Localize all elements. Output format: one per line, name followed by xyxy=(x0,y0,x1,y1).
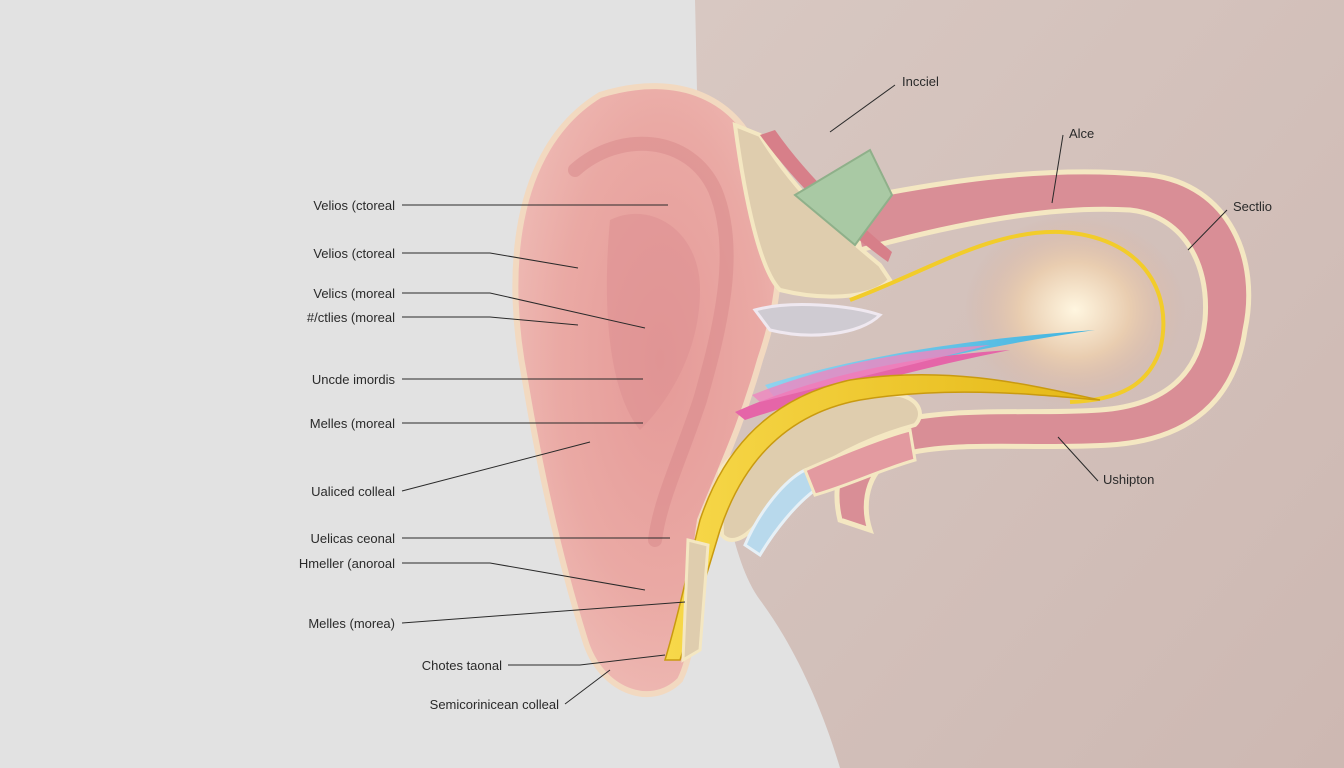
label-right-3: Sectlio xyxy=(1233,199,1273,214)
label-right-4: Ushipton xyxy=(1103,472,1155,487)
label-left-10: Melles (morea) xyxy=(308,616,395,631)
label-left-8: Uelicas ceonal xyxy=(310,531,395,546)
label-left-6: Melles (moreal xyxy=(309,416,395,431)
ear-canal-wall xyxy=(834,169,1252,534)
label-right-2: Alce xyxy=(1069,126,1095,141)
label-right-1: Incciel xyxy=(902,74,939,89)
yellow-nerve-main xyxy=(663,373,1101,661)
label-left-11: Chotes taonal xyxy=(421,658,502,673)
label-left-2: Velios (ctoreal xyxy=(313,246,395,261)
magenta-tube-2 xyxy=(752,345,990,402)
magenta-tube xyxy=(735,350,1010,420)
grey-bone xyxy=(752,303,883,337)
leader-lines-left xyxy=(401,204,686,705)
label-left-12: Semicorinicean colleal xyxy=(429,697,559,712)
yellow-nerve-upper xyxy=(849,229,1166,404)
leader-lines-right xyxy=(829,84,1228,482)
label-left-3: Velics (moreal xyxy=(313,286,395,301)
green-tissue xyxy=(793,148,894,247)
label-left-9: Hmeller (anoroal xyxy=(298,556,395,571)
label-left-1: Velios (ctoreal xyxy=(313,198,395,213)
label-left-7: Ualiced colleal xyxy=(311,484,395,499)
ear-concha xyxy=(606,213,700,430)
label-left-5: Uncde imordis xyxy=(311,372,395,387)
label-left-4: #/ctlies (moreal xyxy=(306,310,395,325)
ear-helix-fold xyxy=(568,136,734,547)
canal-glow xyxy=(965,215,1185,405)
lower-pink-segment xyxy=(803,428,917,497)
vertical-strip xyxy=(681,538,710,663)
